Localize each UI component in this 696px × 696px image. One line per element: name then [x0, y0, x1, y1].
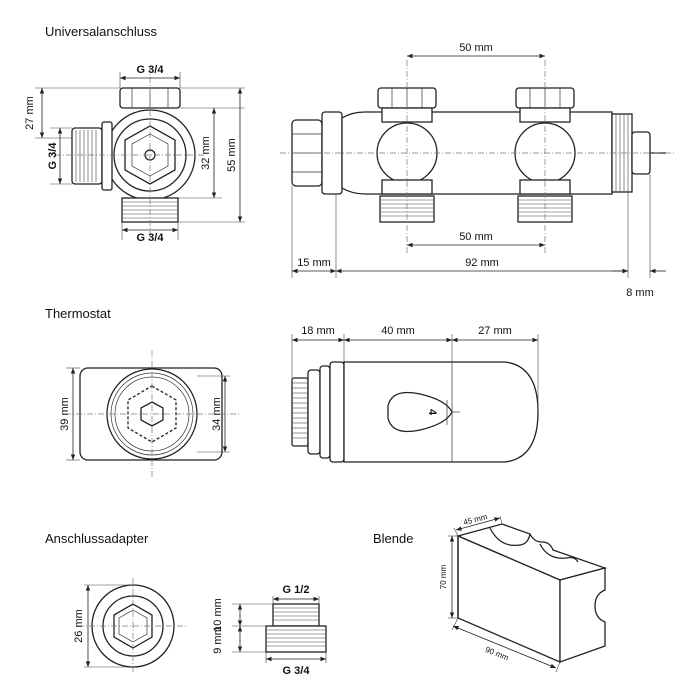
section-title-thermostat: Thermostat	[45, 306, 111, 321]
dim-50mm-top: 50 mm	[459, 42, 493, 54]
section-title-adapter: Anschlussadapter	[45, 531, 149, 546]
dim-27mm: 27 mm	[24, 96, 36, 130]
dim-40mm: 40 mm	[381, 325, 415, 337]
thermostat-side-view	[291, 334, 539, 463]
universal-front-view	[280, 53, 676, 278]
dim-8mm: 8 mm	[626, 287, 654, 299]
dim-9mm: 9 mm	[212, 626, 224, 654]
dim-15mm: 15 mm	[297, 257, 331, 269]
dim-27mm-thermostat: 27 mm	[478, 325, 512, 337]
knob-scale-mark: 4	[426, 409, 438, 416]
dim-10mm: 10 mm	[212, 598, 224, 632]
dim-g34-left: G 3/4	[47, 142, 59, 170]
dim-g34-adapter: G 3/4	[283, 665, 311, 677]
dim-g34-bottom: G 3/4	[137, 232, 165, 244]
dim-55mm: 55 mm	[226, 138, 238, 172]
section-title-universal: Universalanschluss	[45, 24, 157, 39]
dim-70mm: 70 mm	[439, 564, 448, 589]
dim-34mm: 34 mm	[211, 397, 223, 431]
universal-side-view	[35, 66, 245, 240]
section-title-blende: Blende	[373, 531, 413, 546]
dim-92mm: 92 mm	[465, 257, 499, 269]
thermostat-end-view	[65, 350, 240, 478]
adapter-end-view	[78, 578, 188, 674]
dim-g12: G 1/2	[283, 584, 310, 596]
blende-cover	[448, 515, 608, 673]
adapter-side-view	[232, 596, 327, 663]
dim-g34-top: G 3/4	[137, 64, 165, 76]
dim-32mm: 32 mm	[200, 136, 212, 170]
dim-50mm-bottom: 50 mm	[459, 231, 493, 243]
dim-39mm: 39 mm	[59, 397, 71, 431]
dim-26mm: 26 mm	[73, 609, 85, 643]
dim-18mm: 18 mm	[301, 325, 335, 337]
